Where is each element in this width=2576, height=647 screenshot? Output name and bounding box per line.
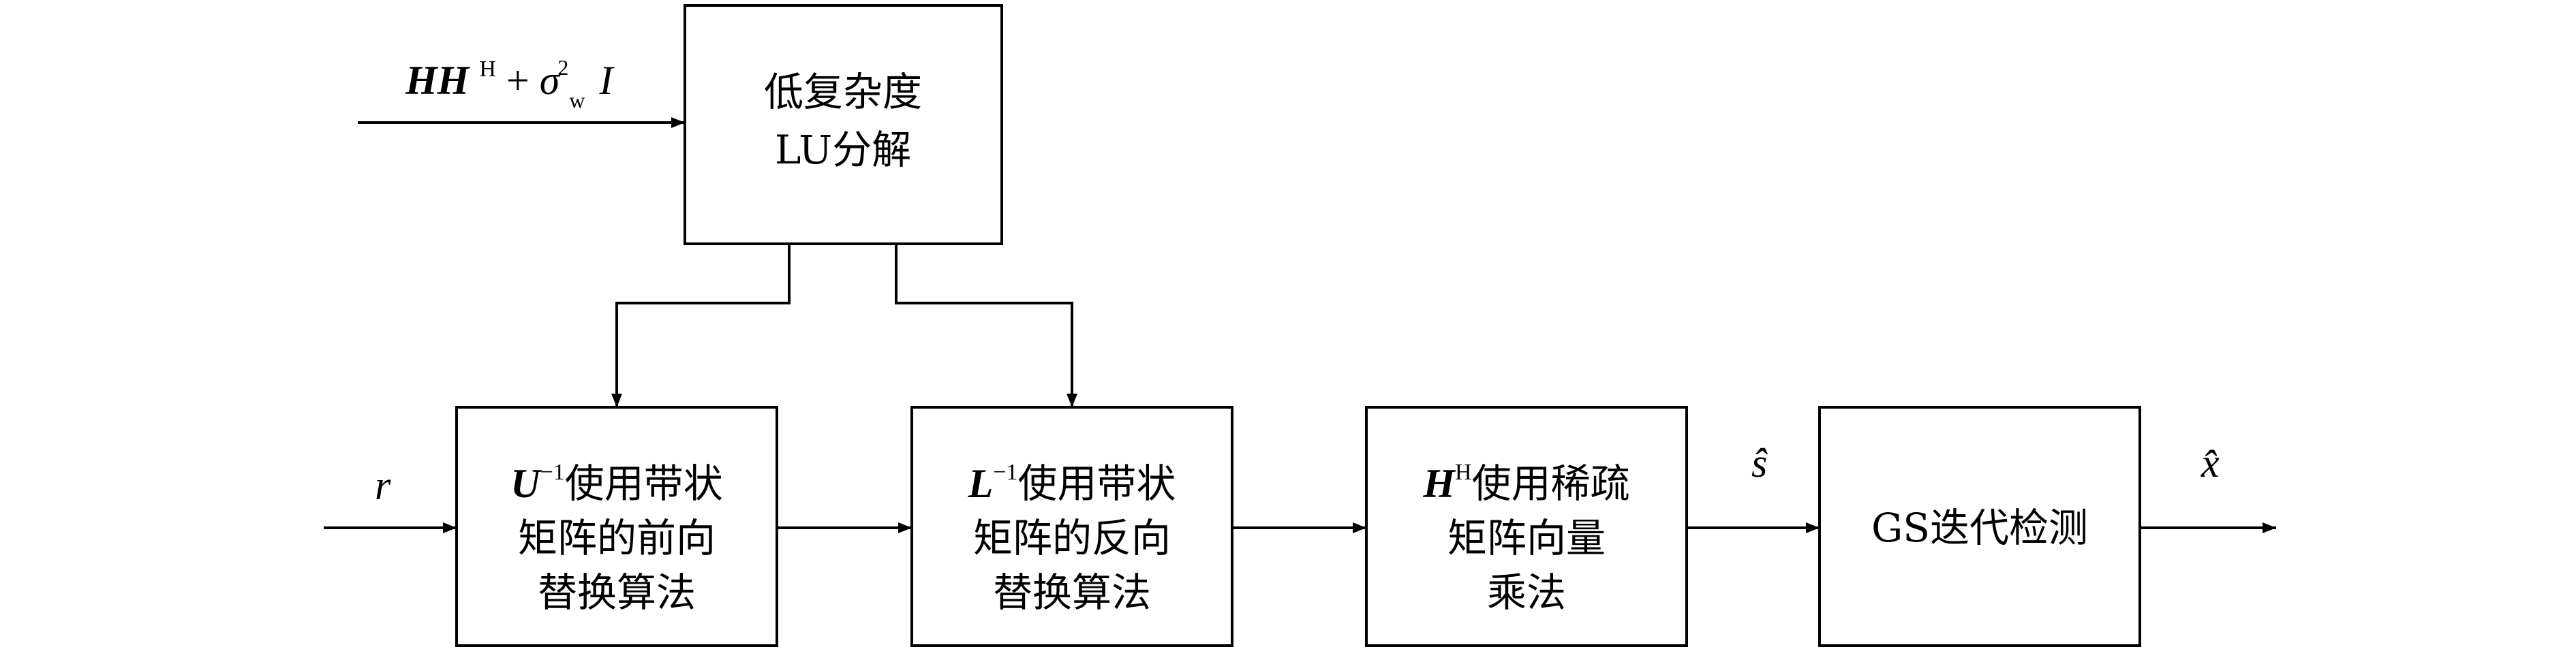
svg-text:HH H + σ: HH H + σ 2 w I (405, 39, 615, 116)
inverse-superscript: −1 (540, 460, 565, 485)
sparse-line-1: HH使用稀疏 (1422, 460, 1629, 507)
gs-line-1: GS迭代检测 (1871, 505, 2088, 551)
backward-line-2: 矩阵的反向 (973, 515, 1171, 561)
backward-line-1: L−1使用带状 (968, 460, 1176, 507)
input-top-label: HH H + σ 2 w I (405, 39, 615, 116)
sigma-symbol: σ (540, 58, 562, 103)
backward-substitution-block: L−1使用带状 矩阵的反向 替换算法 (910, 406, 1233, 647)
hermitian-superscript: H (1455, 460, 1472, 485)
forward-line-3: 替换算法 (538, 569, 696, 616)
matrix-l: L (968, 461, 994, 506)
lu-line-1: 低复杂度 (764, 69, 922, 115)
lu-decomposition-block: 低复杂度 LU分解 (684, 4, 1003, 245)
plus-sign: + (506, 58, 530, 103)
matrix-h: H (1422, 461, 1456, 506)
forward-line-1: U−1使用带状 (510, 460, 723, 507)
sigma-squared: 2 (557, 55, 568, 80)
forward-line-2: 矩阵的前向 (518, 515, 716, 561)
signal-r-label: r (375, 463, 391, 508)
identity-i: I (598, 58, 615, 103)
forward-substitution-block: U−1使用带状 矩阵的前向 替换算法 (455, 406, 778, 647)
signal-s-hat-label: ŝ (1751, 441, 1768, 486)
sparse-multiplication-block: HH使用稀疏 矩阵向量 乘法 (1365, 406, 1688, 647)
hermitian-superscript: H (479, 57, 496, 82)
lu-line-2: LU分解 (775, 127, 911, 173)
signal-x-hat-label: x̂ (2201, 441, 2220, 486)
sparse-line-3: 乘法 (1487, 569, 1566, 616)
matrix-hh: HH (405, 58, 471, 103)
gs-detection-block: GS迭代检测 (1818, 406, 2141, 647)
backward-line-3: 替换算法 (993, 569, 1151, 616)
sigma-subscript: w (569, 88, 585, 112)
matrix-u: U (510, 461, 542, 506)
sparse-line-2: 矩阵向量 (1447, 515, 1606, 561)
inverse-superscript: −1 (993, 460, 1017, 485)
lu-to-backward-connector (895, 244, 1077, 407)
lu-to-forward-connector (611, 244, 791, 407)
